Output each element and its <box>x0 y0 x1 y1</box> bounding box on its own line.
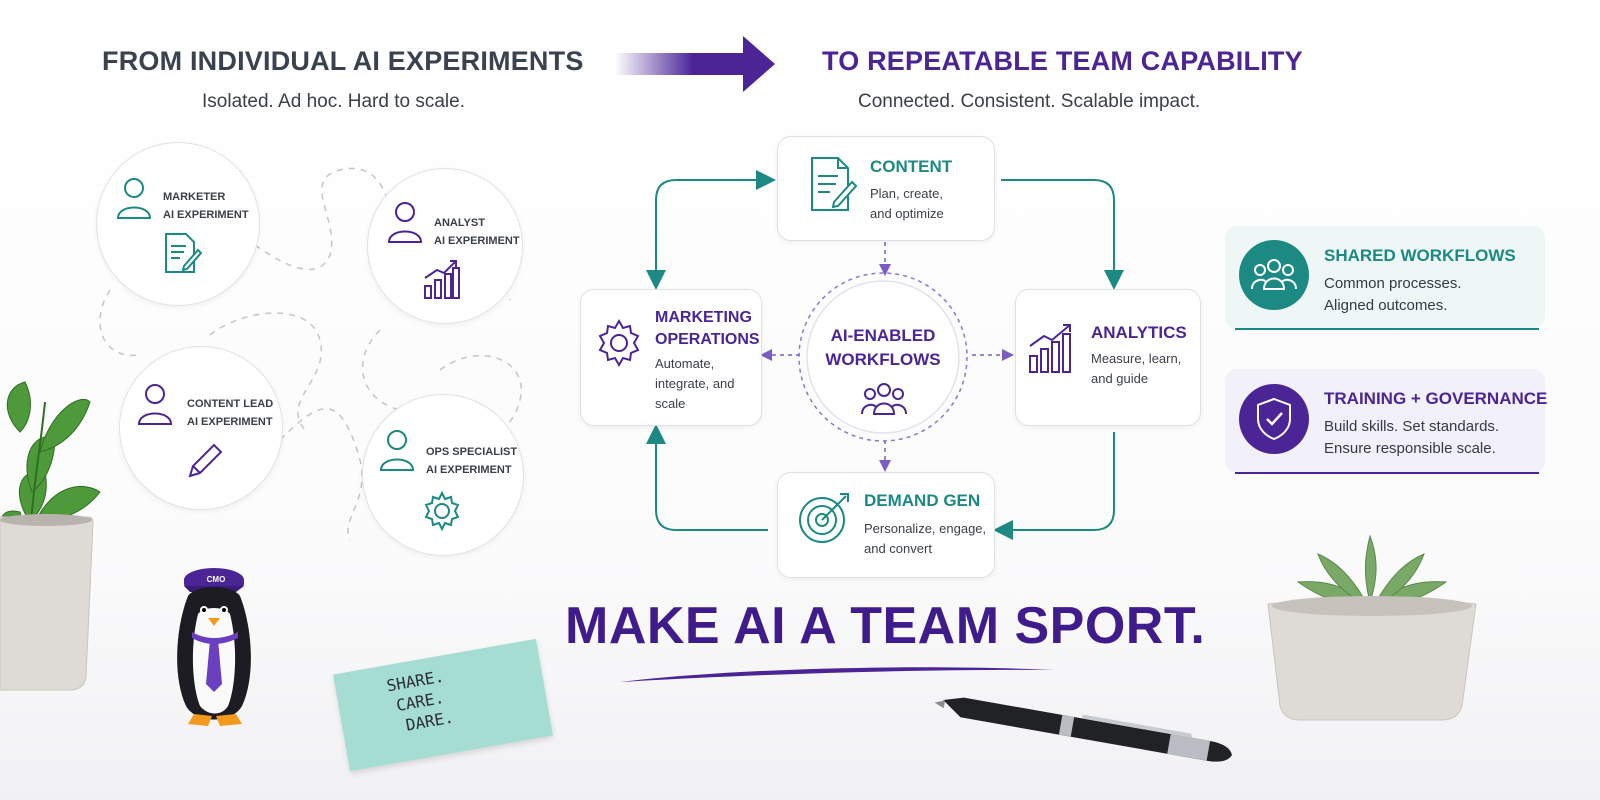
person-icon <box>387 202 423 243</box>
training-governance-title: TRAINING + GOVERNANCE <box>1324 389 1548 408</box>
penguin-figurine-icon <box>177 568 251 726</box>
team-icon <box>1239 240 1309 310</box>
gear-icon <box>598 318 640 368</box>
analytics-title: ANALYTICS <box>1091 323 1187 342</box>
marketing-operations-box <box>580 289 762 426</box>
hub-title-line2: WORKFLOWS <box>825 350 941 369</box>
content-title: CONTENT <box>870 157 953 176</box>
demand-gen-title: DEMAND GEN <box>864 491 981 510</box>
pen-icon <box>934 697 1232 762</box>
experiment-marketer <box>96 142 260 306</box>
training-governance-desc-line1: Build skills. Set standards. <box>1324 418 1500 435</box>
experiment-label: AI EXPERIMENT <box>187 416 273 428</box>
document-pencil-icon <box>811 157 858 211</box>
experiment-role: CONTENT LEAD <box>187 398 274 410</box>
experiment-label: AI EXPERIMENT <box>434 235 520 247</box>
bar-chart-icon <box>424 260 460 299</box>
demand-gen-box <box>777 472 995 578</box>
marketing-operations-desc-line2: integrate, and <box>655 376 735 391</box>
marketing-operations-title-line2: OPERATIONS <box>655 331 760 348</box>
person-icon <box>116 178 152 219</box>
content-desc-line1: Plan, create, <box>870 186 943 201</box>
target-icon <box>799 493 849 543</box>
document-pencil-icon <box>165 233 202 273</box>
shared-workflows-desc-line2: Aligned outcomes. <box>1324 297 1448 314</box>
content-desc-line2: and optimize <box>870 206 944 221</box>
content-box <box>777 136 995 241</box>
hub-title-line1: AI-ENABLED <box>830 326 936 345</box>
experiment-label: AI EXPERIMENT <box>163 209 249 221</box>
gear-icon <box>424 490 460 532</box>
pencil-icon <box>188 443 223 478</box>
bar-chart-icon <box>1029 324 1071 373</box>
experiment-role: MARKETER <box>163 191 226 203</box>
shared-workflows-underline <box>1235 328 1539 330</box>
experiment-content-lead <box>119 346 283 510</box>
marketing-operations-title-line1: MARKETING <box>655 309 752 326</box>
left-heading: FROM INDIVIDUAL AI EXPERIMENTS <box>102 46 584 76</box>
shared-workflows-title: SHARED WORKFLOWS <box>1324 246 1516 265</box>
training-governance-underline <box>1235 472 1539 474</box>
experiment-label: AI EXPERIMENT <box>426 464 512 476</box>
shield-check-icon <box>1239 384 1309 454</box>
hub-ring <box>798 272 968 442</box>
analytics-desc-line1: Measure, learn, <box>1091 351 1182 366</box>
right-subheading: Connected. Consistent. Scalable impact. <box>858 91 1201 112</box>
person-icon <box>379 430 415 471</box>
shared-workflows-desc-line1: Common processes. <box>1324 275 1462 292</box>
slogan: MAKE AI A TEAM SPORT. <box>565 597 1206 655</box>
team-icon <box>861 383 907 415</box>
analytics-box <box>1015 289 1201 426</box>
hub-connectors <box>646 170 1124 540</box>
slogan-underline <box>620 667 1054 682</box>
transition-arrow-icon <box>615 36 775 92</box>
analytics-desc-line2: and guide <box>1091 371 1149 386</box>
training-governance-desc-line2: Ensure responsible scale. <box>1324 440 1496 457</box>
demand-gen-desc-line1: Personalize, engage, <box>864 521 987 536</box>
demand-gen-desc-line2: and convert <box>864 541 932 556</box>
left-subheading: Isolated. Ad hoc. Hard to scale. <box>202 91 465 112</box>
marketing-operations-desc-line1: Automate, <box>655 356 715 371</box>
right-heading: TO REPEATABLE TEAM CAPABILITY <box>822 46 1303 76</box>
penguin-hat-label: CMO <box>206 575 226 584</box>
experiment-role: OPS SPECIALIST <box>426 446 518 458</box>
plant-right-icon <box>1267 534 1477 721</box>
marketing-operations-desc-line3: scale <box>655 396 686 411</box>
plant-left-icon <box>0 381 101 691</box>
experiment-role: ANALYST <box>434 217 485 229</box>
person-icon <box>137 384 173 425</box>
